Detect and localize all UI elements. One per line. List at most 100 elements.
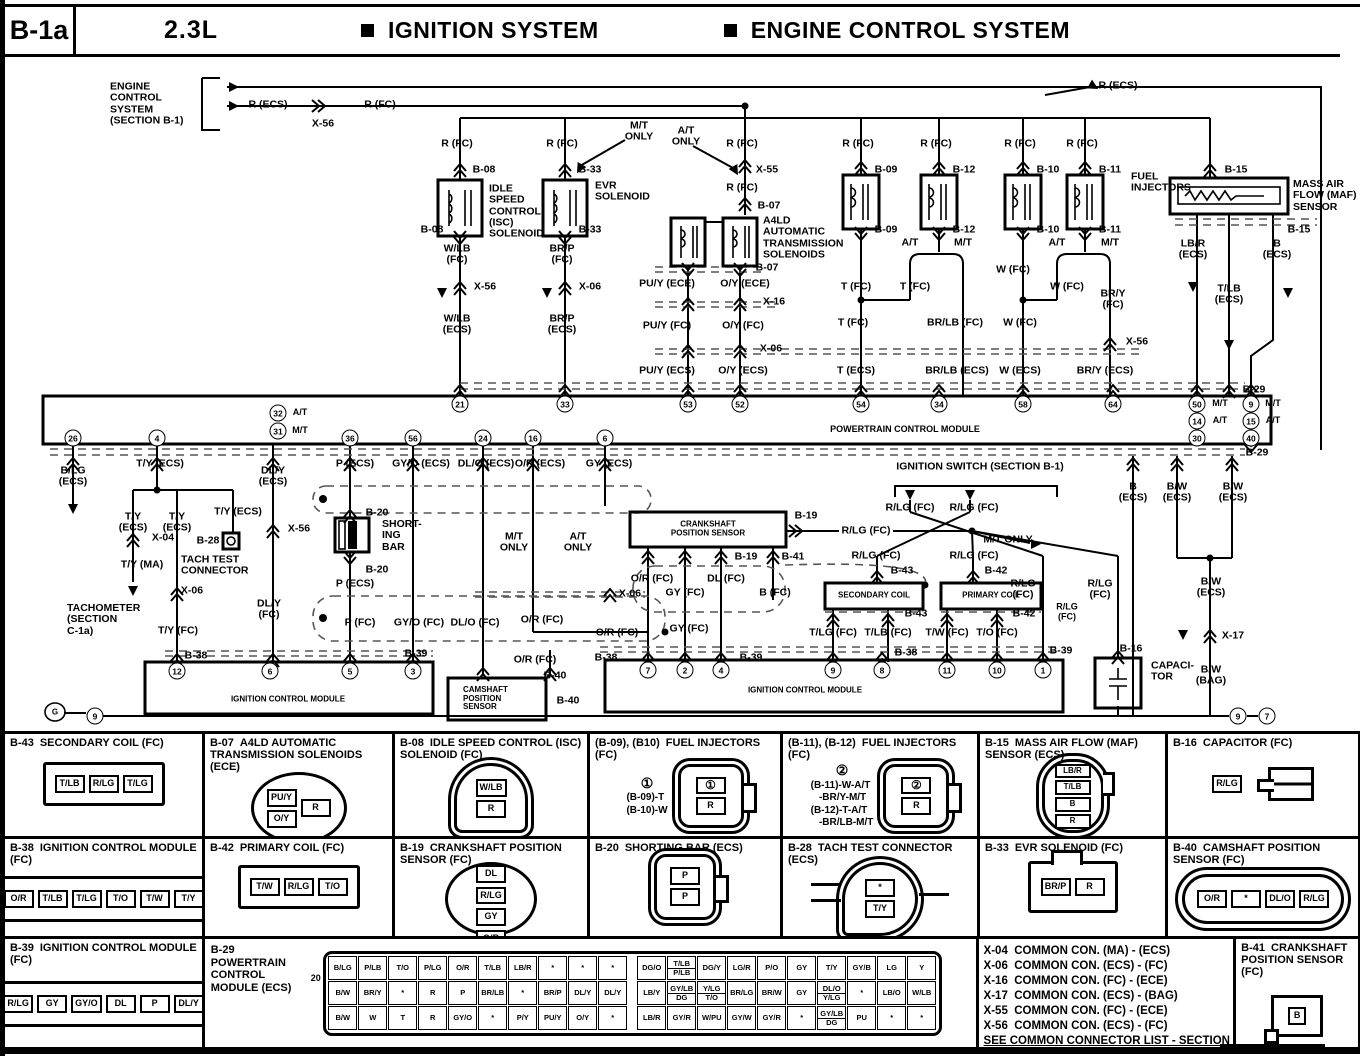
pcm-pin-label: 20 [310, 973, 321, 983]
connector-title: IGNITION CONTROL MODULE (FC) [10, 942, 197, 967]
pin-number: 3 [404, 662, 422, 680]
terminal-chip: R [695, 797, 726, 816]
connector-id: (B-11), (B-12) [788, 737, 856, 749]
terminal-chip: P [670, 888, 700, 906]
bullet-square-icon [723, 24, 737, 37]
terminal-chip: R [901, 797, 932, 816]
pcm-terminal: BR/P [538, 981, 568, 1005]
terminal-chip: P [139, 995, 170, 1014]
connector-id: B-41 [1241, 942, 1266, 954]
terminal-chip: R/LG [1212, 775, 1242, 794]
pcm-terminal: BR/LG [727, 981, 757, 1005]
footer-bar [1220, 1044, 1325, 1051]
common-connector-line: X-56 COMMON CON. (ECS) - (FC) [983, 1019, 1168, 1032]
connector-title: SHORTING BAR (ECS) [624, 842, 743, 854]
pcm-terminal: DL/Y [598, 981, 628, 1005]
pcm-terminal: LB/O [877, 981, 907, 1005]
pin-number: 36 [341, 429, 359, 447]
terminal-chip: T/Y [865, 900, 895, 919]
terminal-chip: ② [901, 777, 932, 795]
pcm-terminal: LB/R [637, 1006, 667, 1030]
terminal-chip: O/R [5, 889, 34, 908]
connector-chevrons [66, 99, 1258, 682]
terminal-chip: O/R [1197, 889, 1227, 908]
pcm-terminal: W [358, 1006, 388, 1030]
wiring-lines [41, 77, 1322, 722]
pcm-terminal: Y [907, 956, 937, 980]
terminal-chip: T/O [105, 889, 136, 908]
pcm-terminal: T/Y [817, 956, 847, 980]
terminal-chip: T/LB [54, 775, 85, 794]
pcm-terminal: T [388, 1006, 418, 1030]
terminal-chip: T/W [139, 889, 170, 908]
pcm-terminal: * [598, 1006, 628, 1030]
pin-number: 6 [596, 429, 614, 447]
terminal-chip: R [1054, 813, 1091, 829]
connector-id: B-40 [1173, 842, 1197, 854]
connector-title: SECONDARY COIL (FC) [39, 737, 164, 749]
pcm-terminal: * [907, 1006, 937, 1030]
terminal-chip: R [1074, 877, 1105, 896]
pcm-terminal: B/LG [328, 956, 358, 980]
engine-label: 2.3L [163, 16, 219, 44]
pcm-terminal: GY/B [847, 956, 877, 980]
pin-number: 52 [731, 395, 749, 413]
pin-number: 34 [930, 395, 948, 413]
pcm-terminal: DG/O [637, 956, 667, 980]
connector-title: CRANKSHAFT POSITION SENSOR (FC) [1241, 942, 1348, 979]
terminal-chip: GY [476, 908, 506, 927]
pcm-terminal: BR/LB [478, 981, 508, 1005]
connector-title: MASS AIR FLOW (MAF) SENSOR (ECS) [985, 737, 1138, 762]
pin-number: 9 [1242, 395, 1260, 413]
pin-number: 12 [168, 662, 186, 680]
pcm-terminal: GY/O [448, 1006, 478, 1030]
connector-id: B-39 [10, 942, 34, 954]
common-connector-line: X-55 COMMON CON. (FC) - (ECE) [983, 1004, 1168, 1017]
pcm-terminal: LB/R [508, 956, 538, 980]
connector-cell-title: (B-11), (B-12)FUEL INJECTORS (FC) [788, 737, 972, 761]
connector-drawing: ②(B-11)-W-A/T -BR/Y-M/T (B-12)-T-A/T -BR… [788, 758, 972, 835]
terminal-chip: R [300, 799, 331, 818]
pcm-terminal: BR/Y [358, 981, 388, 1005]
terminal-chip: T/LG [122, 775, 153, 794]
connector-drawing: R/LG [1173, 749, 1353, 819]
pcm-terminal: LG [877, 956, 907, 980]
terminal-chip: B [1288, 1007, 1307, 1026]
pin-number: 58 [1014, 395, 1032, 413]
pcm-terminal: PU/Y [538, 1006, 568, 1030]
pcm-terminal: R [418, 1006, 448, 1030]
pcm-terminal: O/R [448, 956, 478, 980]
terminal-chip: DL/Y [173, 995, 202, 1014]
connector-id: B-28 [788, 842, 812, 854]
terminal-chip: O/Y [266, 809, 297, 828]
pcm-terminal: O/Y [568, 1006, 598, 1030]
terminal-chip: T/LB [37, 889, 68, 908]
